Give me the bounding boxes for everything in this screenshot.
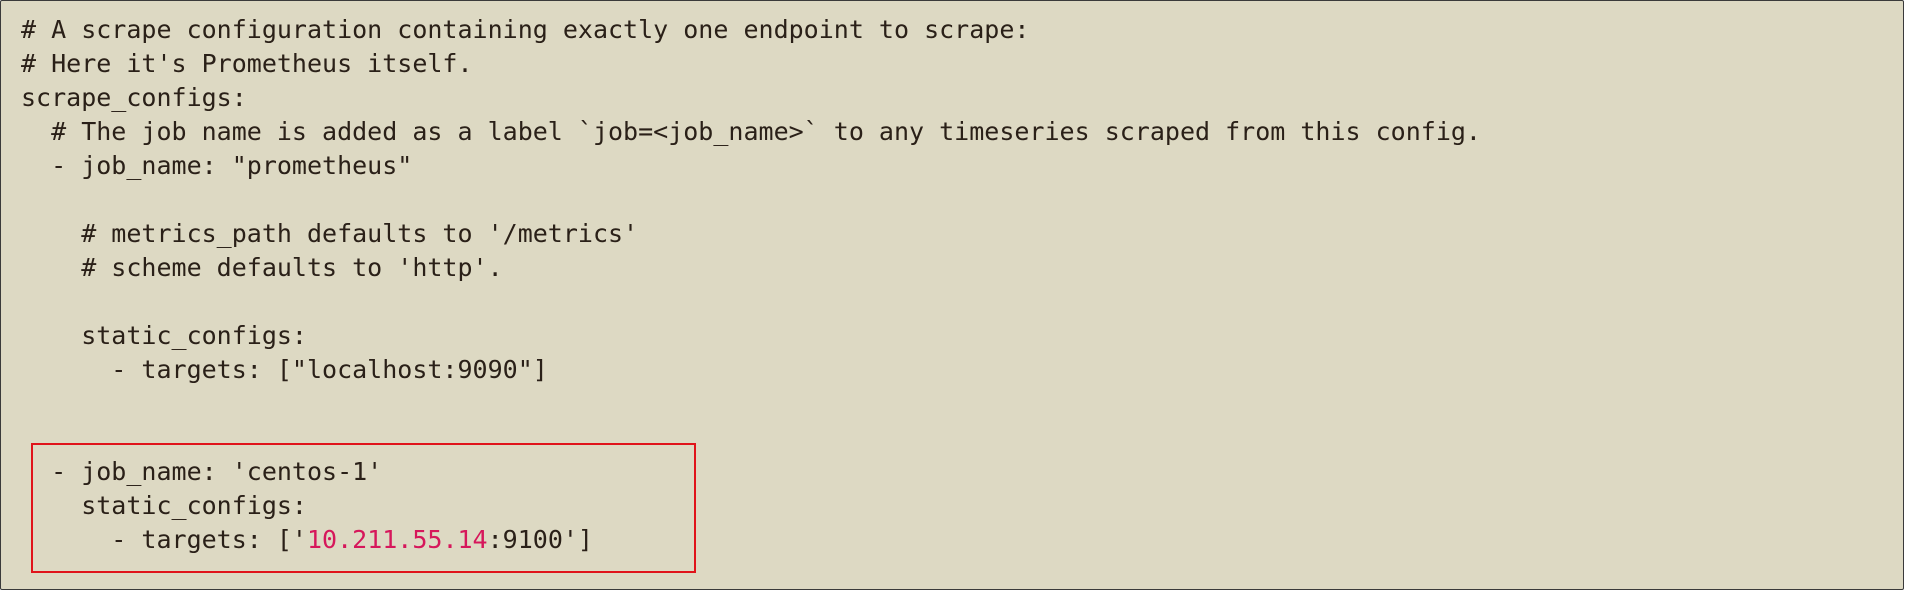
code-line: # A scrape configuration containing exac… (21, 15, 1030, 44)
targets-suffix: :9100'] (487, 525, 593, 554)
code-line: # scheme defaults to 'http'. (21, 253, 503, 282)
code-line: - job_name: 'centos-1' (21, 457, 383, 486)
code-line-targets: - targets: ['10.211.55.14:9100'] (21, 523, 1481, 557)
code-line: static_configs: (21, 321, 307, 350)
code-line: scrape_configs: (21, 83, 247, 112)
code-line: - job_name: "prometheus" (21, 151, 413, 180)
blank-line (21, 387, 1481, 421)
code-line: # metrics_path defaults to '/metrics' (21, 219, 639, 248)
blank-line (21, 183, 1481, 217)
code-line: # Here it's Prometheus itself. (21, 49, 473, 78)
blank-line (21, 285, 1481, 319)
code-line: static_configs: (21, 491, 307, 520)
highlight-box (31, 443, 696, 573)
code-line: - targets: ["localhost:9090"] (21, 355, 548, 384)
targets-prefix: - targets: [' (21, 525, 307, 554)
code-line: # The job name is added as a label `job=… (21, 117, 1481, 146)
code-block: # A scrape configuration containing exac… (21, 13, 1481, 557)
ip-address: 10.211.55.14 (306, 525, 488, 554)
